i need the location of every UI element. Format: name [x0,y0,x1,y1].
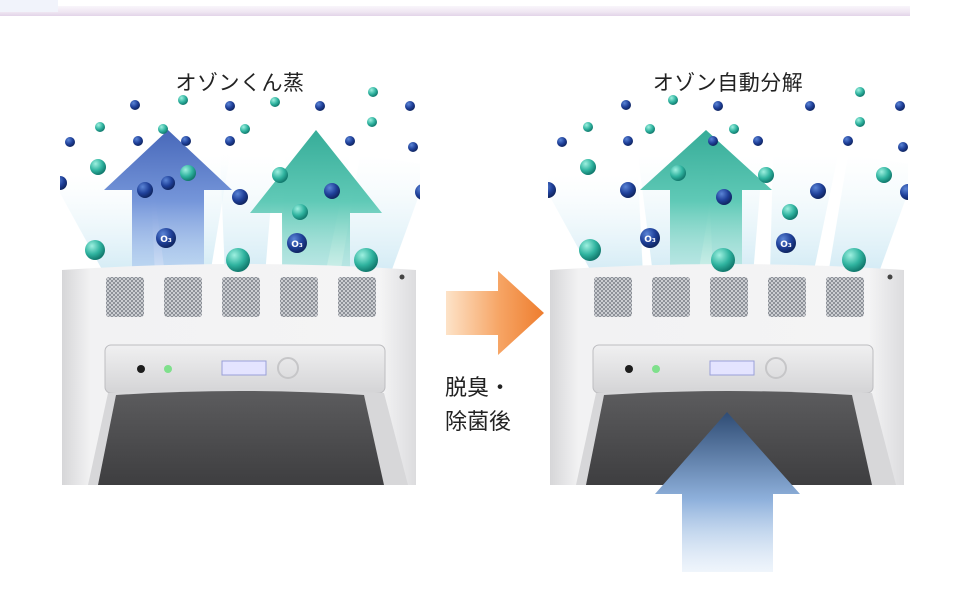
o3-molecule-icon [810,183,826,199]
o3-molecule-icon [621,100,631,110]
orange-transition-arrow-icon [446,271,544,355]
status-light-icon [652,365,660,373]
svg-text:O₃: O₃ [291,240,303,250]
power-button-icon [625,365,633,373]
o3-molecule-icon: O₃ [287,233,307,253]
ozone-fumigation-panel: O₃ O₃ [60,55,420,485]
o3-molecules: O₃ O₃ [60,100,420,253]
ozone-fumigation-title: オゾンくん蒸 [175,71,305,95]
o3-molecule-icon [225,101,235,111]
o3-molecule-icon [133,136,143,146]
o3-molecule-icon [898,142,908,152]
teal-particles [579,87,892,272]
display-icon [709,360,755,376]
o3-molecule-icon [324,183,340,199]
o3-molecule-icon [843,136,853,146]
o3-molecule-icon [716,189,732,205]
display-icon [221,360,267,376]
o3-molecule-icon [548,182,556,198]
o3-molecule-icon [181,136,191,146]
o3-molecule-icon [60,176,67,190]
status-light-icon [164,365,172,373]
header-gradient-band [0,6,910,16]
power-button-icon [137,365,145,373]
o3-molecule-icon [405,101,415,111]
o3-molecule-icon [623,136,633,146]
o3-molecule-icon [415,184,420,200]
filter-grilles [594,277,864,317]
teal-particles [85,87,378,272]
teal-up-arrow [250,130,382,273]
o3-molecule-icon [315,101,325,111]
after-treatment-caption: 脱臭・ 除菌後 [445,372,535,440]
dial-icon [277,357,299,379]
caption-line-2: 除菌後 [445,410,512,435]
o3-molecule-icon [900,184,908,200]
svg-text:O₃: O₃ [160,235,172,245]
o3-molecule-icon [708,136,718,146]
o3-molecule-icon [713,101,723,111]
svg-text:O₃: O₃ [780,240,792,250]
filter-grilles [106,277,376,317]
teal-up-arrow [640,130,772,273]
o3-molecule-icon [232,189,248,205]
o3-molecule-icon [65,137,75,147]
o3-molecules: O₃ O₃ [548,100,908,253]
o3-molecule-icon [408,142,418,152]
o3-molecule-icon [557,137,567,147]
dial-icon [765,357,787,379]
blue-up-arrow [104,130,232,273]
caption-line-1: 脱臭・ [445,376,512,401]
air-intake-up-arrow-icon [655,412,800,572]
air-purifier-device [62,264,416,485]
o3-molecule-icon [345,136,355,146]
front-door [98,391,384,485]
svg-text:O₃: O₃ [644,235,656,245]
o3-molecule-icon [130,100,140,110]
o3-molecule-icon: O₃ [640,228,660,248]
o3-molecule-icon [137,182,153,198]
header-band [0,0,910,16]
o3-molecule-icon [161,176,175,190]
o3-molecule-icon [895,101,905,111]
o3-molecule-icon: O₃ [776,233,796,253]
o3-molecule-icon [620,182,636,198]
ozone-decomposition-title: オゾン自動分解 [652,71,804,95]
header-tab [0,0,58,12]
ozone-fumigation-illustration: O₃ O₃ [60,87,420,485]
o3-molecule-icon [753,136,763,146]
o3-molecule-icon: O₃ [156,228,176,248]
o3-molecule-icon [225,136,235,146]
o3-molecule-icon [805,101,815,111]
